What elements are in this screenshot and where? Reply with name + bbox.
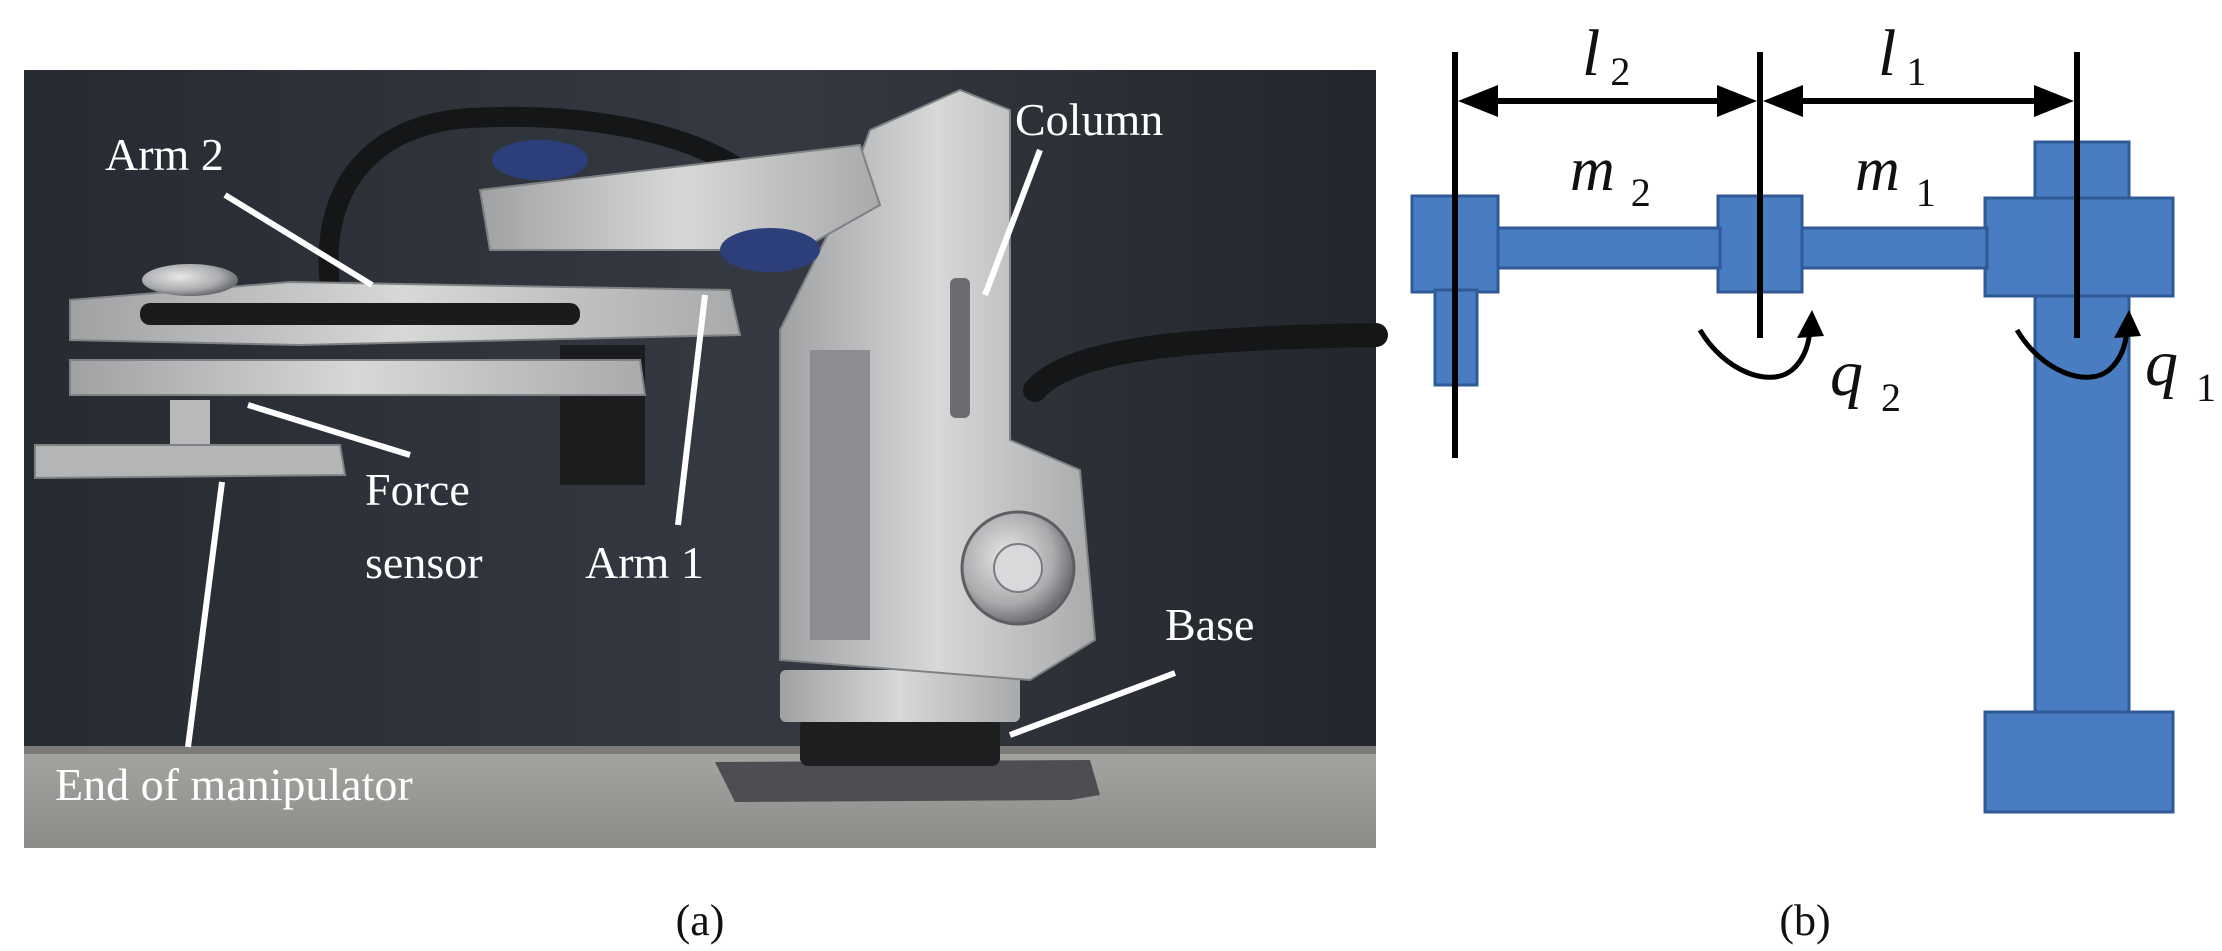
symbol-q2-subscript: 2: [1881, 375, 1901, 420]
callout-line-arm2: [223, 192, 374, 288]
symbol-l2-main: l: [1582, 17, 1600, 90]
caption-panel-a: (a): [676, 896, 725, 945]
callout-line-end-of-manipulator: [185, 481, 225, 748]
symbol-q2-main: q: [1830, 337, 1863, 410]
schematic-link1: [1798, 226, 1989, 270]
symbol-m1-main: m: [1855, 136, 1900, 204]
label-arm2: Arm 2: [105, 129, 224, 180]
label-base: Base: [1165, 599, 1254, 650]
arm1-joint-cap: [720, 228, 820, 272]
symbol-q1-subscript: 1: [2196, 365, 2216, 410]
caption-panel-b: (b): [1779, 896, 1830, 945]
label-force-sensor-line2: sensor: [365, 537, 483, 588]
base-collar: [780, 670, 1020, 722]
arm1-link: [478, 143, 882, 251]
panel-a-photo: Arm 2 Column Force sensor Arm 1 Base End…: [24, 70, 1388, 848]
schematic-base: [1983, 710, 2175, 814]
rotation-arrow-q1: [2014, 324, 2130, 380]
base-ring: [800, 718, 1000, 766]
label-end-of-manipulator: End of manipulator: [55, 759, 413, 810]
end-plate: [34, 444, 347, 480]
arm2-lower-plate: [69, 359, 647, 396]
symbol-l1-main: l: [1878, 17, 1896, 90]
dimension-arrowhead-l1-left: [1763, 85, 1803, 117]
photo-table: [24, 752, 1376, 848]
callout-line-arm1: [675, 294, 708, 526]
rotation-arrowhead-q1: [2114, 310, 2141, 338]
arm1-motor-cap: [492, 140, 588, 180]
symbol-m2-main: m: [1570, 136, 1615, 204]
symbol-m1-subscript: 1: [1916, 170, 1936, 215]
callout-line-column: [982, 148, 1043, 297]
column-slot: [950, 278, 970, 418]
rotation-arrow-q2: [1697, 324, 1813, 380]
rotation-arrowhead-q2: [1797, 310, 1824, 338]
dimension-arrowhead-l2-left: [1458, 85, 1498, 117]
cable-conduit-upper: [318, 106, 770, 295]
symbol-m2-subscript: 2: [1631, 170, 1651, 215]
base-plate: [715, 760, 1100, 802]
symbol-l1-subscript: 1: [1906, 49, 1926, 94]
force-sensor-body: [170, 400, 210, 445]
symbol-q1-main: q: [2145, 327, 2178, 400]
label-arm1: Arm 1: [585, 537, 704, 588]
arm2-pulley: [142, 264, 238, 296]
schematic-link2: [1496, 226, 1722, 270]
dimension-arrowhead-l2-right: [1717, 85, 1757, 117]
column-pulley-hub: [993, 543, 1043, 593]
callout-line-base: [1008, 670, 1177, 738]
label-force-sensor-line1: Force: [365, 464, 470, 515]
symbol-l2-subscript: 2: [1610, 49, 1630, 94]
column-rail: [810, 350, 870, 640]
dimension-arrowhead-l1-right: [2034, 85, 2074, 117]
callout-line-force-sensor: [247, 402, 411, 458]
arm2-belt: [140, 303, 580, 325]
label-column: Column: [1015, 94, 1163, 145]
photo-table-edge: [24, 746, 1376, 754]
cable-conduit-right: [1023, 323, 1388, 402]
